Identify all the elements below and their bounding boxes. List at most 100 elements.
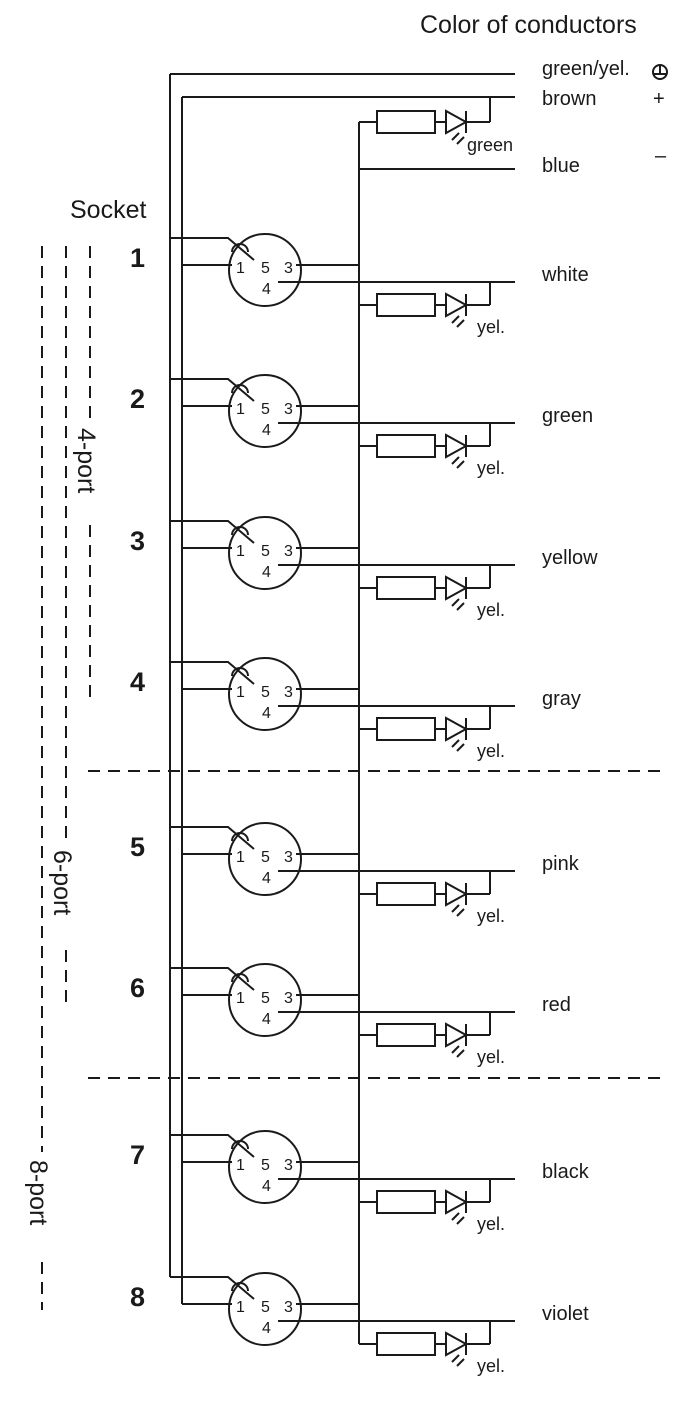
conductor-label: yellow: [542, 547, 598, 569]
socket-key-icon: [231, 973, 249, 983]
pin-1-label: 1: [236, 684, 245, 701]
wire-pin5: [170, 826, 255, 850]
resistor-icon: [376, 576, 436, 600]
pin-3-label: 3: [284, 849, 293, 866]
pin-3-label: 3: [284, 1299, 293, 1316]
conductor-label: pink: [542, 853, 580, 875]
pin-4-label: 4: [262, 1320, 271, 1337]
led-icon: [445, 292, 469, 318]
conductor-label-blue: blue: [542, 155, 580, 177]
socket-connector-icon: [228, 233, 302, 307]
conductor-label: violet: [542, 1303, 589, 1325]
led-label: yel.: [477, 741, 505, 761]
socket-key-icon: [231, 1140, 249, 1150]
led-label: yel.: [477, 458, 505, 478]
conductor-label: white: [541, 264, 589, 286]
pin-5-label: 5: [261, 684, 270, 701]
wire-pin5: [170, 967, 255, 991]
resistor-icon: [376, 293, 436, 317]
power-led-group: green: [359, 97, 513, 155]
minus-symbol: –: [655, 145, 667, 167]
led-label: yel.: [477, 317, 505, 337]
pin-3-label: 3: [284, 684, 293, 701]
light-emission-icon: [451, 739, 465, 752]
wire-pin5: [170, 378, 255, 402]
conductor-label: red: [542, 994, 571, 1016]
pin-4-label: 4: [262, 1011, 271, 1028]
socket-key-icon: [231, 384, 249, 394]
port-group-label-6: 6-port: [48, 850, 76, 915]
socket-connector-icon: [228, 374, 302, 448]
socket-number: 3: [130, 526, 145, 556]
socket-number: 8: [130, 1282, 145, 1312]
socket-number: 6: [130, 973, 145, 1003]
led-icon: [445, 716, 469, 742]
pin-5-label: 5: [261, 1299, 270, 1316]
pin-1-label: 1: [236, 990, 245, 1007]
wire-pin5: [170, 520, 255, 544]
pin-4-label: 4: [262, 422, 271, 439]
conductor-label: black: [542, 1161, 590, 1183]
resistor-icon: [376, 110, 436, 134]
light-emission-icon: [451, 1354, 465, 1367]
pin-4-label: 4: [262, 281, 271, 298]
light-emission-icon: [451, 904, 465, 917]
socket-number: 5: [130, 832, 145, 862]
power-led-label: green: [467, 135, 513, 155]
plus-symbol: +: [653, 88, 665, 110]
light-emission-icon: [451, 1045, 465, 1058]
resistor-icon: [376, 717, 436, 741]
wire-pin5: [170, 661, 255, 685]
resistor-icon: [376, 434, 436, 458]
led-icon: [445, 1022, 469, 1048]
resistor-icon: [376, 1332, 436, 1356]
resistor-icon: [376, 1023, 436, 1047]
led-label: yel.: [477, 906, 505, 926]
pin-1-label: 1: [236, 849, 245, 866]
wire-pin5: [170, 1134, 255, 1158]
pin-3-label: 3: [284, 260, 293, 277]
pin-4-label: 4: [262, 705, 271, 722]
pin-1-label: 1: [236, 1157, 245, 1174]
pin-3-label: 3: [284, 990, 293, 1007]
pin-1-label: 1: [236, 260, 245, 277]
pin-4-label: 4: [262, 1178, 271, 1195]
socket-number: 2: [130, 384, 145, 414]
ground-icon: [652, 64, 668, 80]
socket-key-icon: [231, 667, 249, 677]
led-label: yel.: [477, 600, 505, 620]
pin-1-label: 1: [236, 1299, 245, 1316]
conductor-label: green: [542, 405, 593, 427]
pin-5-label: 5: [261, 849, 270, 866]
diagram-title: Color of conductors: [420, 11, 637, 39]
light-emission-icon: [451, 598, 465, 611]
pin-3-label: 3: [284, 1157, 293, 1174]
wire-pin5: [170, 1276, 255, 1300]
led-label: yel.: [477, 1356, 505, 1376]
socket-connector-icon: [228, 516, 302, 590]
pin-4-label: 4: [262, 564, 271, 581]
pin-1-label: 1: [236, 543, 245, 560]
pin-5-label: 5: [261, 260, 270, 277]
socket-number: 7: [130, 1140, 145, 1170]
led-icon: [445, 433, 469, 459]
port-group-label-4: 4-port: [72, 428, 100, 493]
wire-pin5: [170, 237, 255, 261]
pin-5-label: 5: [261, 401, 270, 418]
led-label: yel.: [477, 1214, 505, 1234]
socket-key-icon: [231, 243, 249, 253]
socket-connector-icon: [228, 822, 302, 896]
resistor-icon: [376, 1190, 436, 1214]
conductor-label-brown: brown: [542, 88, 596, 110]
socket-heading: Socket: [70, 196, 146, 224]
led-icon: [445, 1331, 469, 1357]
socket-connector-icon: [228, 1130, 302, 1204]
socket-number: 1: [130, 243, 145, 273]
socket-key-icon: [231, 832, 249, 842]
